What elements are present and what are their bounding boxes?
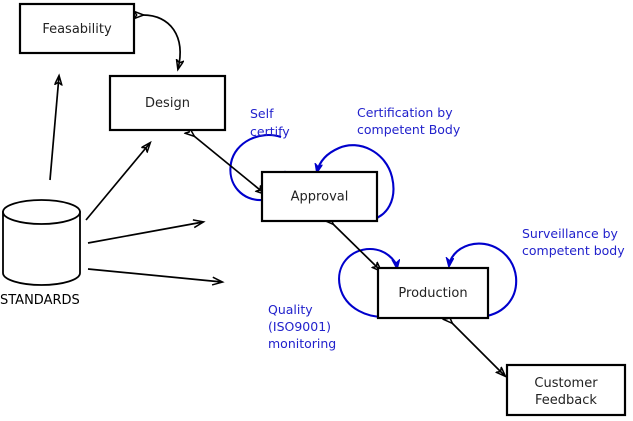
annotation-surveillance-line1: Surveillance by	[522, 226, 619, 241]
node-approval[interactable]: Approval	[260, 170, 379, 223]
flow-standards-to-design	[85, 143, 150, 221]
node-label-customer-feedback-line2: Feedback	[535, 393, 597, 408]
annotation-certification-line2: competent Body	[357, 122, 461, 137]
annotation-quality-line3: monitoring	[268, 336, 336, 351]
annotation-self-certify-line1: Self	[250, 106, 274, 121]
annotation-surveillance-line2: competent body	[522, 243, 625, 258]
annotation-certification-line1: Certification by	[357, 105, 453, 120]
annotation-quality-monitoring: Quality (ISO9001) monitoring	[268, 302, 336, 351]
annotation-self-certify: Self certify	[250, 106, 290, 139]
annotation-quality-line1: Quality	[268, 302, 313, 317]
annotation-self-certify-line2: certify	[250, 124, 290, 139]
node-label-customer-feedback-line1: Customer	[534, 376, 598, 391]
flow-standards-to-feasability	[49, 76, 59, 181]
node-production[interactable]: Production	[376, 266, 490, 320]
loop-certification-competent-body	[317, 144, 395, 223]
node-customer-feedback[interactable]: Customer Feedback	[505, 363, 627, 417]
node-feasability[interactable]: Feasability	[18, 2, 136, 55]
node-design[interactable]: Design	[108, 74, 227, 132]
flow-design-to-feasability	[143, 15, 180, 69]
node-label-approval: Approval	[291, 190, 349, 205]
flow-production-to-customer-feedback	[452, 323, 505, 376]
flow-design-to-approval	[194, 136, 265, 194]
node-label-feasability: Feasability	[42, 22, 112, 37]
flow-standards-to-production-area	[87, 268, 222, 282]
node-label-standards: STANDARDS	[0, 293, 80, 308]
annotation-certification-competent-body: Certification by competent Body	[357, 105, 461, 137]
node-label-production: Production	[398, 286, 467, 301]
annotation-surveillance-competent-body: Surveillance by competent body	[522, 226, 625, 258]
node-standards-datastore[interactable]: STANDARDS	[0, 199, 81, 308]
loop-surveillance-competent-body	[449, 242, 518, 319]
flow-approval-to-production	[333, 224, 381, 271]
flow-standards-to-approval-area	[87, 222, 203, 244]
node-label-design: Design	[145, 96, 190, 111]
annotation-quality-line2: (ISO9001)	[268, 319, 331, 334]
